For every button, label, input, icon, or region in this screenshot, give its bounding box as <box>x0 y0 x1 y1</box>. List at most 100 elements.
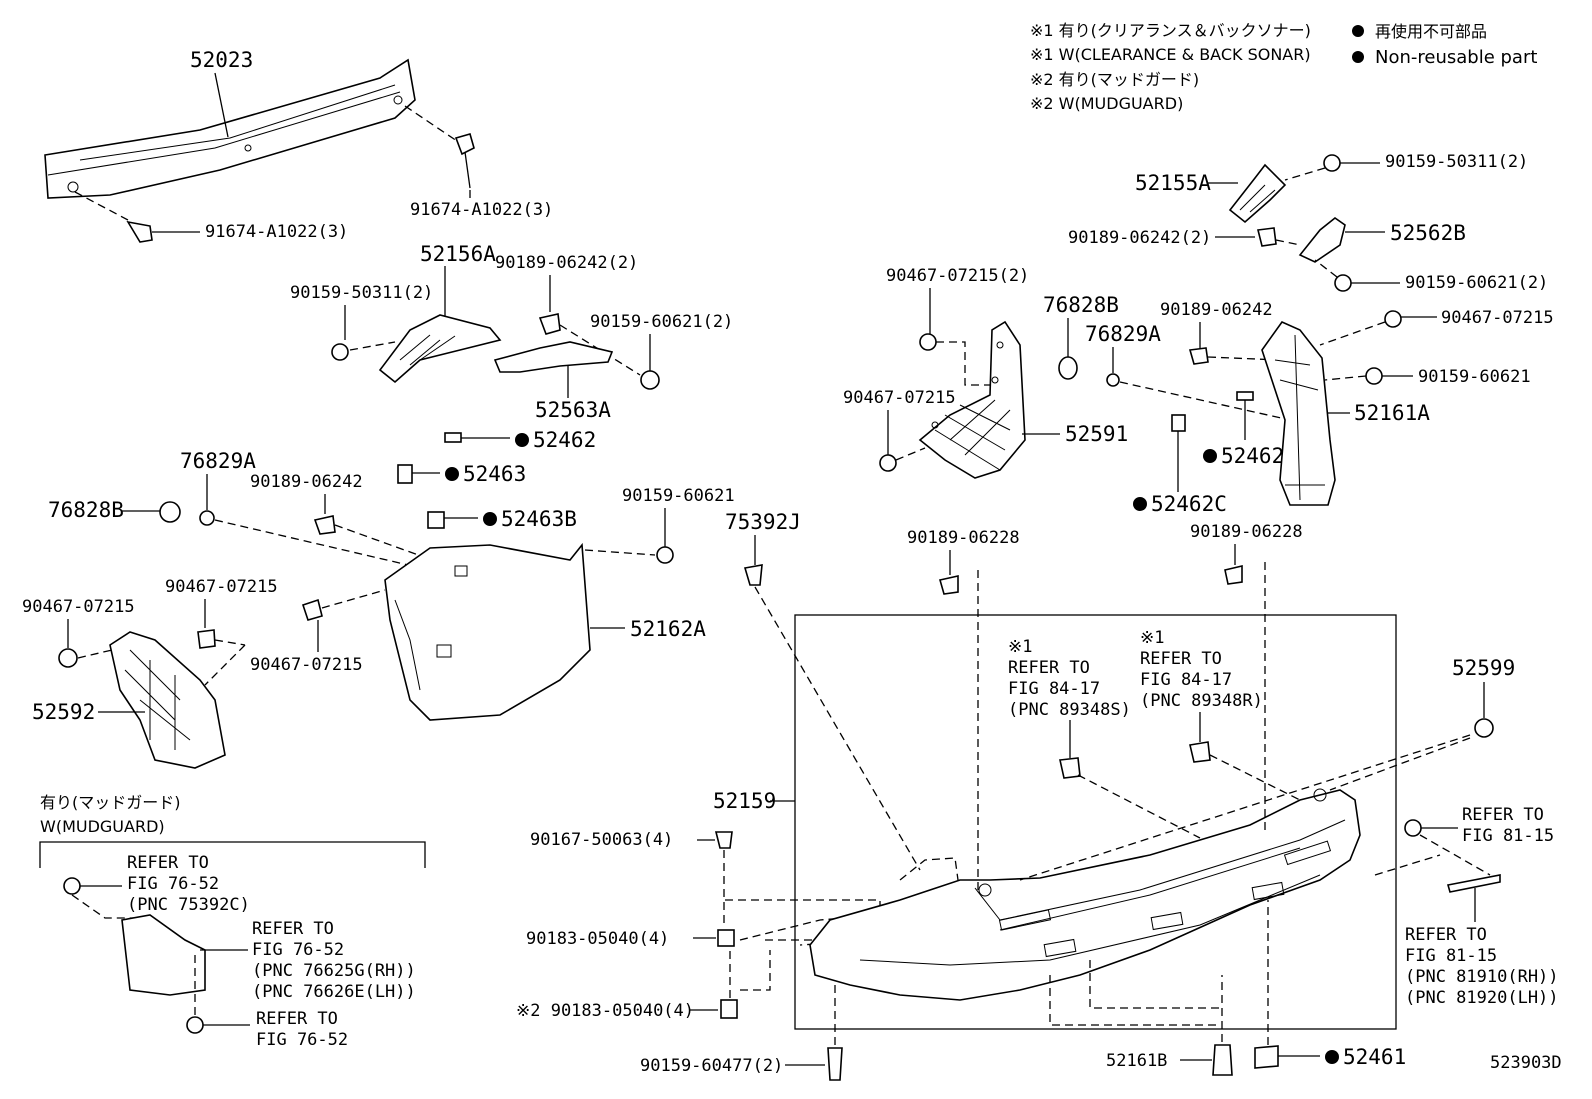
label-52591: 52591 <box>1065 422 1128 446</box>
ref1a-line2: FIG 84-17 <box>1008 679 1100 699</box>
label-90189-06242-left: 90189-06242 <box>250 472 363 492</box>
screw-90159-60621-left-icon[interactable] <box>656 546 674 564</box>
part-52563A-bracket[interactable] <box>493 341 614 373</box>
nut-76829A-right-icon[interactable] <box>1106 373 1120 387</box>
part-52462C-icon[interactable] <box>1171 414 1186 432</box>
clip-90183-b-icon[interactable] <box>720 999 738 1019</box>
label-52563A: 52563A <box>535 398 611 422</box>
label-52462C: 52462C <box>1151 492 1227 516</box>
label-90183-b: ※2 90183-05040(4) <box>516 1001 694 1021</box>
label-52562B: 52562B <box>1390 221 1466 245</box>
clip-90467-r2-icon[interactable] <box>919 333 937 351</box>
screw-90167-icon[interactable] <box>714 831 733 849</box>
grommet-76828B-right-icon[interactable] <box>1058 356 1078 380</box>
label-52462-right: 52462 <box>1221 444 1284 468</box>
clip-90467-a-icon[interactable] <box>58 648 78 668</box>
screw-90159-left-icon[interactable] <box>331 343 349 361</box>
label-90467-07215-b: 90467-07215 <box>165 577 278 597</box>
label-52156A: 52156A <box>420 242 496 266</box>
clip-90467-rmid-icon[interactable] <box>879 454 897 472</box>
clip-90189-06228-a-icon[interactable] <box>938 575 959 595</box>
sensor-89348S-icon[interactable] <box>1059 757 1081 779</box>
screw-mudguard-icon[interactable] <box>186 1016 204 1034</box>
bolt-91674-left-icon[interactable] <box>126 220 200 243</box>
mud-ref2-d: (PNC 76626E(LH)) <box>252 982 416 1002</box>
legend-nonreuse-en: Non-reusable part <box>1375 47 1537 68</box>
screw-90159-mid-icon[interactable] <box>640 370 660 390</box>
part-52592-bracket[interactable] <box>109 631 226 769</box>
label-90467-07215-r2: 90467-07215(2) <box>886 266 1029 286</box>
nut-76829A-left-icon[interactable] <box>199 510 215 526</box>
label-90189-a: 90189-06242(2) <box>495 253 638 273</box>
diagram-id: 523903D <box>1490 1053 1562 1073</box>
label-52599: 52599 <box>1452 656 1515 680</box>
label-90159-60621-right: 90159-60621 <box>1418 367 1531 387</box>
screw-90159-60621-right-icon[interactable] <box>1365 367 1383 385</box>
part-52161B-icon[interactable] <box>1212 1044 1233 1076</box>
label-90467-07215-c: 90467-07215 <box>250 655 363 675</box>
part-52462-right-icon[interactable] <box>1236 391 1254 401</box>
mud-ref3-a: REFER TO <box>256 1009 338 1029</box>
label-90189-06242-right2: 90189-06242(2) <box>1068 228 1211 248</box>
label-75392J: 75392J <box>725 510 801 534</box>
mud-ref2-c: (PNC 76625G(RH)) <box>252 961 416 981</box>
screw-52599-icon[interactable] <box>1474 718 1494 738</box>
part-52161A-retainer[interactable] <box>1261 321 1336 506</box>
part-52462-left-icon[interactable] <box>444 432 462 443</box>
clip-90467-b-icon[interactable] <box>197 629 216 649</box>
part-52463B-icon[interactable] <box>427 511 445 529</box>
screw-90159-50311-right-icon[interactable] <box>1323 154 1341 172</box>
grommet-76828B-left-icon[interactable] <box>159 501 181 523</box>
mudguard-section: 有り(マッドガード) W(MUDGUARD) REFER TO FIG 76-5… <box>39 793 426 1050</box>
clip-90183-a-icon[interactable] <box>717 929 735 947</box>
part-52562B-bracket[interactable] <box>1298 217 1346 263</box>
mud-title-jp: 有り(マッドガード) <box>40 793 181 812</box>
clip-90467-right-icon[interactable] <box>1384 310 1402 328</box>
ref81-2a: REFER TO <box>1405 925 1487 945</box>
ref81-2d: (PNC 81920(LH)) <box>1405 988 1559 1008</box>
label-52463B: 52463B <box>501 507 577 531</box>
legend-note2-jp: ※2 有り(マッドガード) <box>1030 70 1199 89</box>
part-52155A-retainer[interactable] <box>1228 163 1287 224</box>
clip-75392C-icon[interactable] <box>63 877 81 895</box>
clip-81-15-icon[interactable] <box>1404 819 1422 837</box>
mud-ref1-b: FIG 76-52 <box>127 874 219 894</box>
legend-note1-jp: ※1 有り(クリアランス＆バックソナー) <box>1030 21 1311 40</box>
clip-90189-06242-right2-icon[interactable] <box>1257 227 1277 247</box>
label-52161B: 52161B <box>1106 1051 1167 1071</box>
screw-90159-60477-icon[interactable] <box>827 1047 843 1081</box>
part-52156A-retainer[interactable] <box>378 314 502 384</box>
part-52463-icon[interactable] <box>397 464 413 484</box>
ref1b-mark: ※1 <box>1140 628 1164 648</box>
clip-90189-06228-b-icon[interactable] <box>1224 564 1243 585</box>
part-52461-icon[interactable] <box>1254 1045 1279 1069</box>
ref81-1b: FIG 81-15 <box>1462 826 1554 846</box>
clip-90189-06242-left-icon[interactable] <box>313 515 336 535</box>
legend-note1-en: ※1 W(CLEARANCE & BACK SONAR) <box>1030 45 1311 64</box>
clip-90189-06242-right-icon[interactable] <box>1188 347 1209 365</box>
ref1a-line1: REFER TO <box>1008 658 1090 678</box>
screw-90159-60621-right2-icon[interactable] <box>1334 274 1352 292</box>
bolt-91674-top-icon[interactable] <box>454 133 475 189</box>
reflector-81910-part[interactable] <box>1446 874 1501 893</box>
label-90159-50311-right: 90159-50311(2) <box>1385 152 1528 172</box>
non-reusable-dot-icon <box>483 512 497 526</box>
part-52023-beam[interactable] <box>44 58 416 199</box>
sensor-89348R-icon[interactable] <box>1189 741 1211 763</box>
label-76828B-left: 76828B <box>48 498 124 522</box>
label-91674-left: 91674-A1022(3) <box>205 222 348 242</box>
part-52162A-retainer[interactable] <box>384 542 591 721</box>
part-52159-bumper-cover[interactable] <box>809 788 1361 1001</box>
label-52155A: 52155A <box>1135 171 1211 195</box>
label-76829A-left: 76829A <box>180 449 256 473</box>
label-90183-a: 90183-05040(4) <box>526 929 669 949</box>
mudguard-part[interactable] <box>121 914 206 996</box>
clip-75392J-icon[interactable] <box>743 564 763 586</box>
clip-90467-c-icon[interactable] <box>301 598 323 621</box>
ref81-2b: FIG 81-15 <box>1405 946 1497 966</box>
ref1a-line3: (PNC 89348S) <box>1008 700 1131 720</box>
part-52591-bracket[interactable] <box>918 320 1026 479</box>
non-reusable-dot-icon <box>515 433 529 447</box>
clip-90189-a-icon[interactable] <box>538 313 561 335</box>
